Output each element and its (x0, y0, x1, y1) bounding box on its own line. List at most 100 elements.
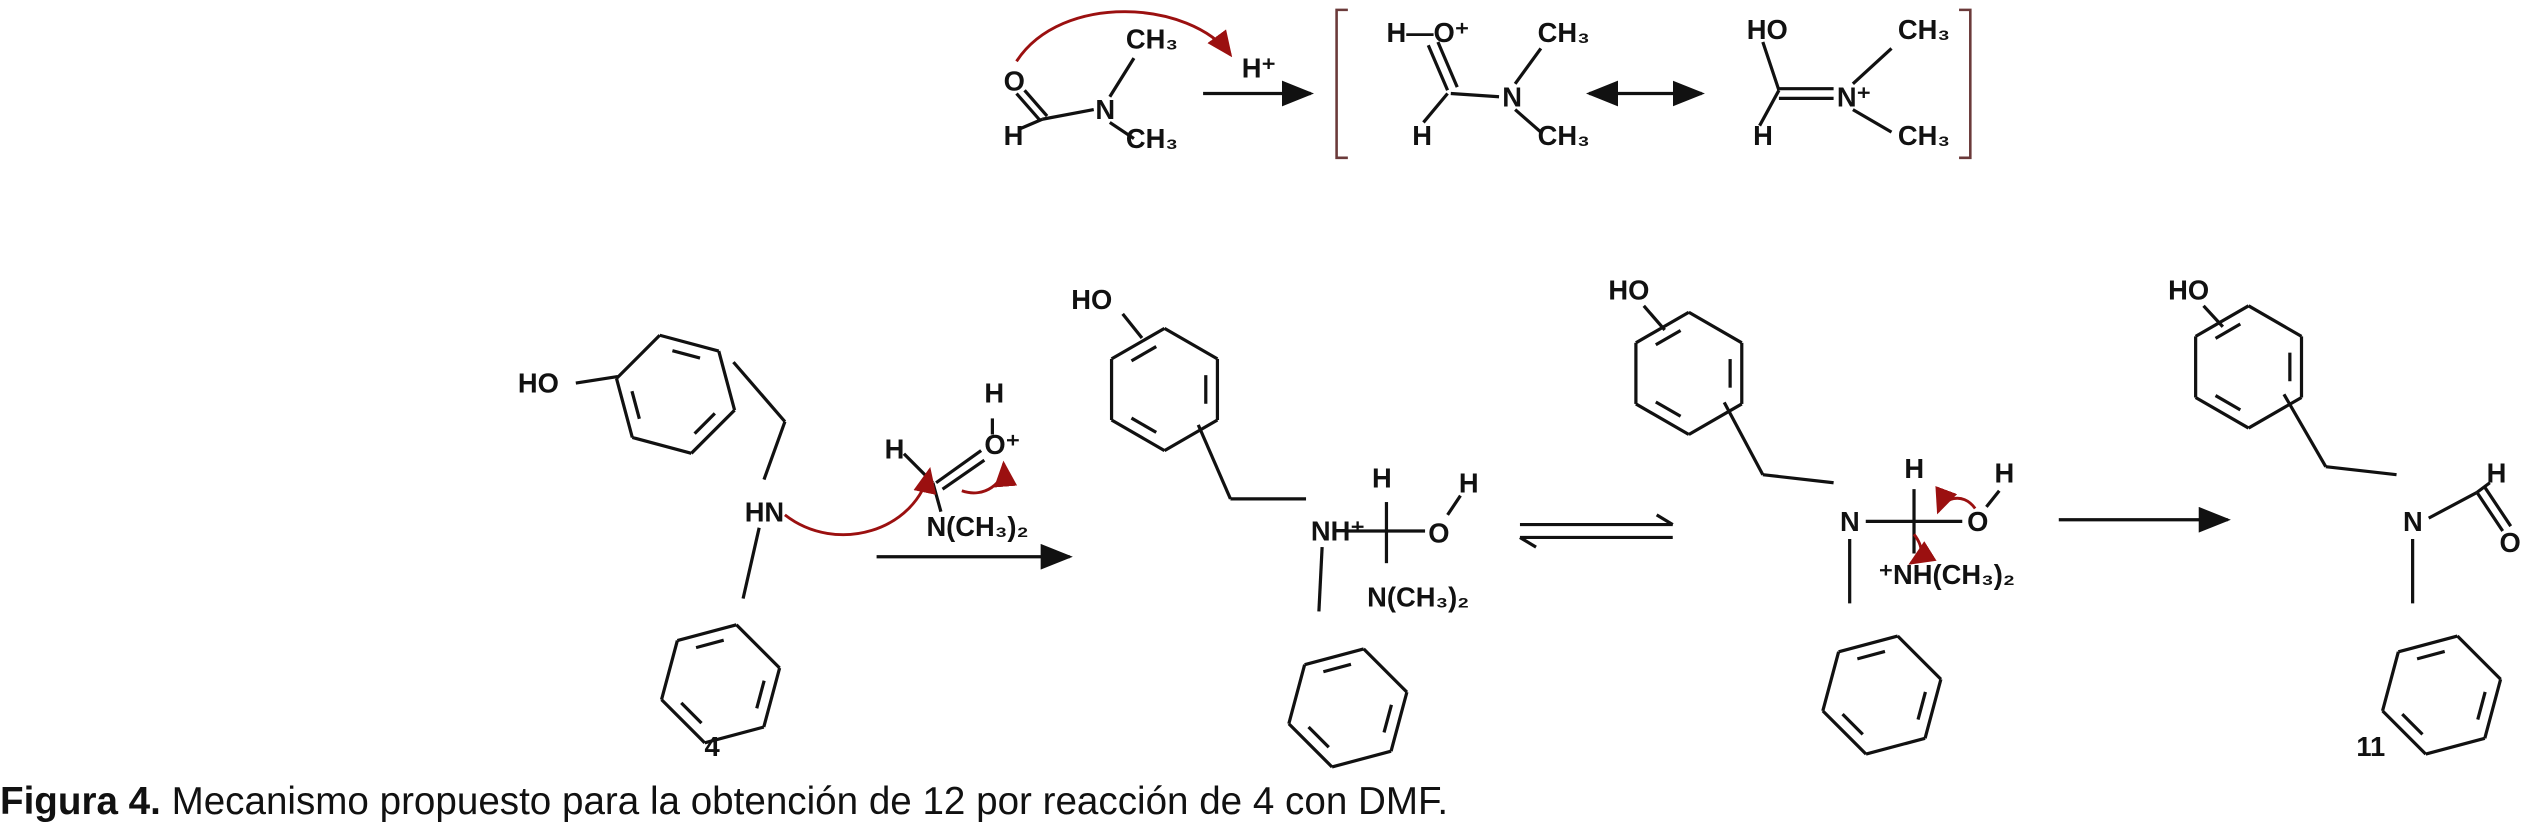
bond (2483, 486, 2513, 528)
benzene-ring (1287, 647, 1409, 769)
ring-bond (1688, 402, 1743, 436)
benzene-ring (1109, 326, 1220, 452)
dimethylamino: N(CH₃)₂ (926, 511, 1028, 542)
atom-h: H (1753, 120, 1773, 151)
atom-n-plus: N⁺ (1837, 81, 1871, 112)
proton-reagent: H⁺ (1242, 52, 1276, 83)
methyl-bottom: CH₃ (1126, 123, 1178, 154)
intermediate-2: HO N H O H ⁺NH(CH₃)₂ (1608, 274, 2015, 590)
ring-bond (1362, 647, 1409, 694)
ring-bond (659, 640, 679, 701)
ring-bond (1163, 326, 1219, 361)
ring-double-bond (755, 680, 766, 709)
benzene-ring (2194, 304, 2304, 430)
benzene-rings (614, 304, 2503, 769)
ring-bond (1821, 709, 1868, 756)
bond (2427, 490, 2478, 520)
methyl-top: CH₃ (1538, 17, 1590, 48)
ring-double-bond (2416, 649, 2446, 661)
ring-bond (2381, 709, 2427, 756)
hydroxyl: HO (1747, 14, 1788, 45)
atom-h: H (1412, 120, 1432, 151)
ring-double-bond (2214, 322, 2242, 340)
caption-text: Mecanismo propuesto para la obtención de… (161, 780, 1448, 823)
bond (575, 375, 618, 385)
ring-bond (2247, 304, 2303, 338)
figure-caption: Figura 4. Mecanismo propuesto para la ob… (0, 780, 1448, 823)
ring-bond (1287, 664, 1307, 725)
bond (1422, 92, 1449, 124)
atom-h-c: H (1372, 463, 1392, 494)
methyl-top: CH₃ (1126, 23, 1178, 54)
atom-h-o: H (1994, 458, 2014, 489)
ring-bond (1287, 722, 1334, 769)
atom-o-plus: O⁺ (984, 429, 1020, 460)
bracket-right (1959, 8, 1972, 160)
bond (1108, 121, 1135, 140)
dimethylamino: N(CH₃)₂ (1367, 582, 1469, 613)
bracket-left (1335, 8, 1348, 160)
ring-double-bond (695, 638, 725, 650)
ring-bond (1896, 634, 1943, 681)
amide-n: N (2403, 506, 2423, 537)
bond (941, 458, 986, 491)
bond (1041, 108, 1095, 121)
ring-bond (735, 623, 781, 670)
pi-bond-arrow (961, 460, 1018, 495)
bond (1851, 47, 1893, 86)
oxonium-form: H—O⁺ H N CH₃ CH₃ (1386, 17, 1589, 151)
ring-double-bond (1655, 400, 1682, 418)
ring-bond (762, 667, 782, 728)
ring-bond (2194, 304, 2250, 338)
compound-4: HO HN 4 (518, 368, 784, 763)
bond (1121, 312, 1144, 339)
protonated-dmf: H O⁺ H N(CH₃)₂ (885, 377, 1029, 541)
ring-bond (2483, 678, 2503, 739)
bond (1317, 547, 1324, 612)
ring-bond (717, 350, 737, 411)
bond (1023, 89, 1049, 118)
ring-bond (1923, 678, 1943, 739)
ring-double-bond (1322, 662, 1352, 674)
bond (1513, 47, 1543, 85)
ring-bond (1163, 418, 1219, 452)
bond (1019, 117, 1043, 131)
methyl-bottom: CH₃ (1898, 120, 1950, 151)
ring-bond (615, 334, 661, 380)
atom-o: O (1428, 517, 1449, 548)
hydroxyl: HO (518, 368, 559, 399)
hydroxyl: HO (1071, 284, 1112, 315)
atom-h: H (1004, 120, 1024, 151)
ring-bond (2456, 634, 2502, 681)
bond (2325, 465, 2397, 477)
bond (1762, 473, 1834, 485)
ring-double-bond (1841, 713, 1864, 736)
methyl-top: CH₃ (1898, 14, 1950, 45)
atom-h: H (885, 434, 905, 465)
bond (1758, 89, 1781, 127)
product-11: HO N H O 11 (2168, 274, 2521, 762)
bond (2282, 393, 2328, 468)
ring-double-bond (1130, 345, 1158, 363)
ring-bond (2380, 651, 2400, 712)
ring-bond (1821, 651, 1841, 712)
bond (1196, 424, 1232, 500)
compound-label: 4 (704, 731, 720, 762)
ring-bond (1110, 418, 1166, 452)
hydroxyl: HO (1608, 274, 1649, 305)
formyl-o: O (2499, 527, 2520, 558)
ring-bond (690, 408, 736, 455)
ring-bond (2194, 396, 2250, 430)
nucleophilic-attack-arrow (784, 467, 937, 537)
bond (1722, 401, 1765, 476)
bond (1108, 57, 1136, 98)
bond (1642, 304, 1666, 332)
ring-bond (614, 378, 634, 438)
ring-bond (2425, 736, 2486, 756)
atom-h-o: H (1459, 467, 1479, 498)
equilibrium-barb (1655, 513, 1674, 526)
bond (1514, 108, 1542, 134)
ring-double-bond (2214, 394, 2242, 412)
bond (1985, 489, 2001, 508)
